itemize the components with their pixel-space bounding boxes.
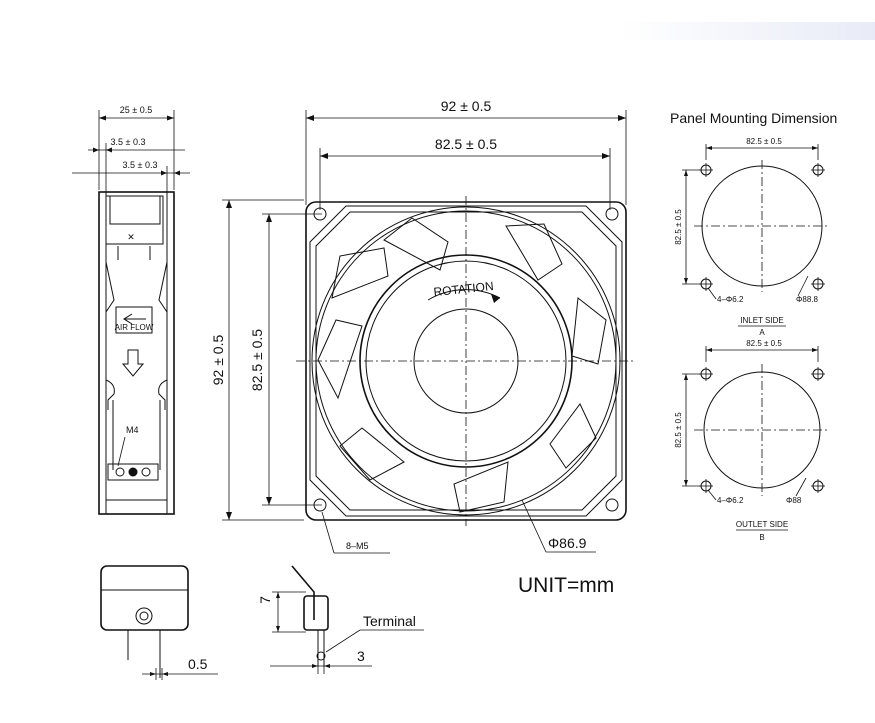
panel-inlet: 82.5 ± 0.5 82.5 ± 0.5 4–Φ6.2 Φ xyxy=(674,137,830,337)
diameter-callout: Φ86.9 xyxy=(548,535,587,551)
terminal-label: Terminal xyxy=(363,613,416,629)
inlet-holes: 4–Φ6.2 xyxy=(717,295,744,304)
airflow-label: AIR FLOW xyxy=(115,323,154,332)
outlet-side-label: OUTLET SIDE xyxy=(736,520,788,529)
terminal-detail-front: 0.5 xyxy=(100,565,218,680)
inlet-side-label: INLET SIDE xyxy=(740,316,783,325)
inlet-pitch-y: 82.5 ± 0.5 xyxy=(674,209,683,245)
front-width-dim: 92 ± 0.5 xyxy=(441,98,492,114)
inlet-letter: A xyxy=(759,328,765,337)
unit-label: UNIT=mm xyxy=(518,574,614,597)
side-flange-bottom-dim: 3.5 ± 0.3 xyxy=(123,160,158,170)
front-height-dim: 92 ± 0.5 xyxy=(210,335,226,386)
inlet-pitch-x: 82.5 ± 0.5 xyxy=(746,137,782,146)
outlet-pitch-x: 82.5 ± 0.5 xyxy=(746,339,782,348)
m4-screw-label: M4 xyxy=(126,425,139,435)
header-gradient-band xyxy=(620,22,875,40)
side-depth-dim: 25 ± 0.5 xyxy=(120,105,152,115)
outlet-diameter: Φ88 xyxy=(786,496,802,505)
front-pitch-y-dim: 82.5 ± 0.5 xyxy=(249,329,265,391)
rotation-label: ROTATION xyxy=(433,279,494,299)
side-flange-top-dim: 3.5 ± 0.3 xyxy=(111,137,146,147)
pin-offset-dim: 0.5 xyxy=(188,656,208,672)
panel-outlet: 82.5 ± 0.5 82.5 ± 0.5 4–Φ6.2 Φ xyxy=(674,339,830,542)
terminal-height-dim: 7 xyxy=(257,596,273,604)
terminal-width-dim: 3 xyxy=(357,648,365,664)
front-pitch-x-dim: 82.5 ± 0.5 xyxy=(435,136,497,152)
terminal-detail-side: 7 Terminal 3 xyxy=(257,565,424,674)
front-view: 92 ± 0.5 82.5 ± 0.5 92 ± 0.5 82.5 ± 0.5 xyxy=(210,98,636,597)
inlet-diameter: Φ88.8 xyxy=(796,295,819,304)
side-view: 25 ± 0.5 3.5 ± 0.3 3.5 ± 0.3 ✕ AIR FLOW xyxy=(72,105,190,515)
holes-callout: 8–M5 xyxy=(346,541,369,551)
outlet-pitch-y: 82.5 ± 0.5 xyxy=(674,412,683,448)
outlet-holes: 4–Φ6.2 xyxy=(717,496,744,505)
panel-title: Panel Mounting Dimension xyxy=(670,110,837,126)
panel-mounting: Panel Mounting Dimension 82.5 ± 0.5 82.5… xyxy=(670,110,837,542)
svg-text:✕: ✕ xyxy=(127,232,135,242)
outlet-letter: B xyxy=(759,533,764,542)
